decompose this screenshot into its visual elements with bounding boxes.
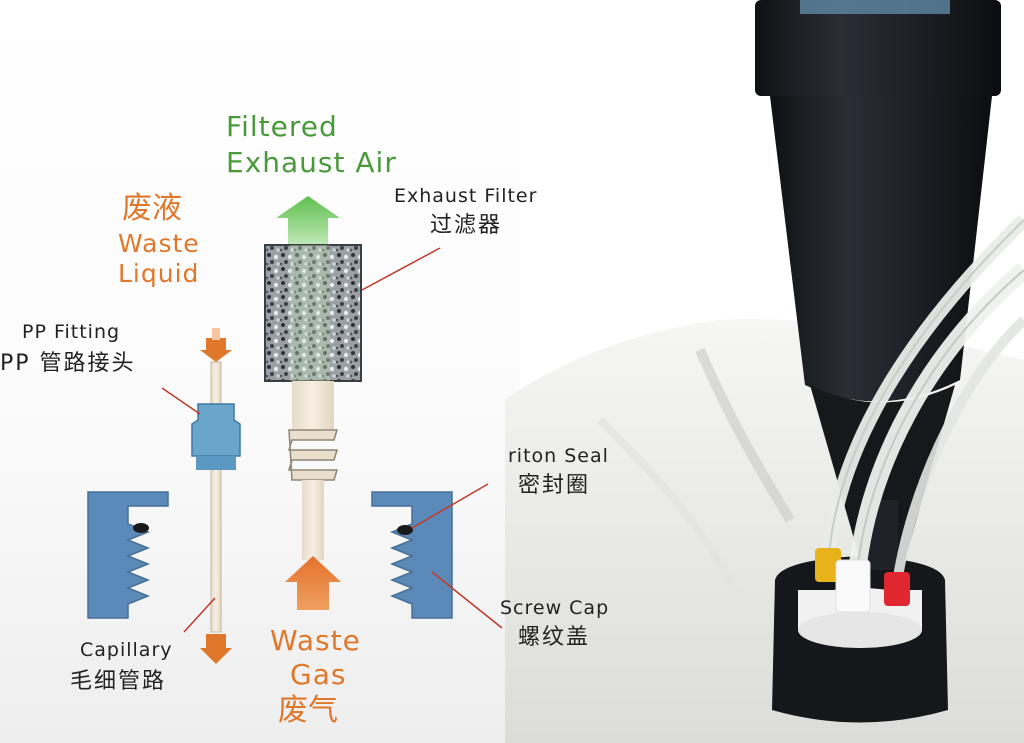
- label-waste-liquid-en-1: Waste: [118, 229, 200, 258]
- leader-exhaust-filter: [361, 247, 441, 291]
- exhaust-filter-assembly: [264, 196, 362, 610]
- filter-stem: [292, 381, 334, 429]
- pp-fitting-shape: [191, 403, 241, 457]
- bottle-ridge-2: [597, 417, 744, 602]
- label-filtered: Filtered: [226, 110, 338, 143]
- bottle-ridge: [695, 348, 795, 523]
- seal-ring-right: [397, 525, 413, 535]
- photo-filter-body: [770, 96, 992, 402]
- label-waste-liquid-en-2: Liquid: [118, 259, 200, 288]
- label-waste-liquid-zh: 废液: [122, 191, 182, 226]
- seal-ring-left: [133, 523, 149, 533]
- leader-lines: [161, 247, 503, 633]
- label-capillary-zh: 毛细管路: [70, 669, 167, 694]
- screw-cap-left: [87, 491, 169, 619]
- photo-white-fitting: [835, 559, 871, 613]
- leader-oriton-seal: [411, 483, 489, 529]
- label-waste-gas-en-1: Waste: [270, 624, 361, 657]
- photo-yellow-fitting: [815, 548, 841, 582]
- green-arrow-icon: [276, 196, 340, 245]
- filter-thread: [287, 429, 339, 481]
- label-screw-cap-en: Screw Cap: [500, 597, 610, 619]
- capillary-tube: [210, 361, 222, 633]
- photo-red-fitting: [884, 572, 910, 606]
- label-exhaust-filter-en: Exhaust Filter: [394, 185, 538, 207]
- leader-capillary: [183, 597, 216, 633]
- label-exhaust-air: Exhaust Air: [226, 146, 397, 179]
- label-capillary-en: Capillary: [80, 639, 173, 661]
- label-waste-gas-en-2: Gas: [290, 658, 347, 691]
- label-oriton-seal-zh: 密封圈: [518, 473, 591, 498]
- leader-screw-cap: [431, 571, 503, 629]
- label-waste-gas-zh: 废气: [278, 693, 338, 728]
- orange-arrow-top-icon: [200, 338, 232, 362]
- label-screw-cap-zh: 螺纹盖: [518, 625, 591, 650]
- orange-arrow-up-icon: [285, 556, 341, 610]
- capillary-assembly: [191, 328, 241, 664]
- leader-pp-fitting: [161, 387, 201, 415]
- label-pp-fitting-en: PP Fitting: [22, 321, 121, 343]
- label-exhaust-filter-zh: 过滤器: [430, 213, 503, 238]
- label-oriton-seal-en: riton Seal: [508, 445, 609, 467]
- label-pp-fitting-zh: PP 管路接头: [0, 351, 136, 376]
- photo-filter-top-cap: [755, 0, 1001, 96]
- orange-arrow-bottom-icon: [200, 634, 232, 664]
- photo-tube-right: [890, 316, 1024, 601]
- product-photo: [505, 0, 1024, 743]
- filter-cartridge: [264, 244, 362, 382]
- screw-cap-right: [371, 491, 453, 619]
- waste-gas-tube: [302, 480, 324, 560]
